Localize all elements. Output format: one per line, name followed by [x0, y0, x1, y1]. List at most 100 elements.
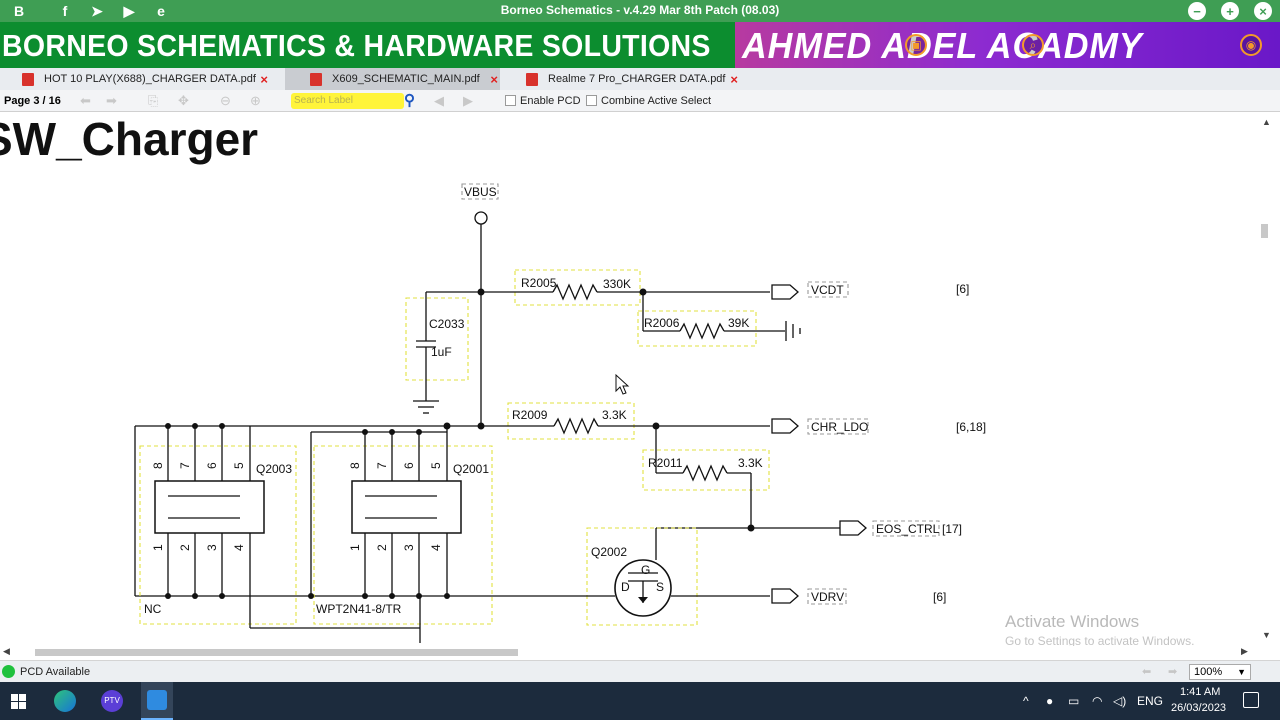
q2002-g-pin: G	[641, 563, 650, 577]
export-icon[interactable]: ⎘	[148, 93, 159, 108]
tab-label: Realme 7 Pro_CHARGER DATA.pdf	[548, 73, 726, 85]
search-icon[interactable]: ⚲	[404, 92, 415, 109]
edge-browser-icon[interactable]: e	[157, 3, 165, 19]
enable-pcd-label: Enable PCD	[520, 95, 581, 107]
mouse-cursor-icon	[615, 373, 630, 395]
close-tab-icon[interactable]: ×	[260, 71, 268, 87]
next-page-icon[interactable]: ➡	[106, 93, 117, 108]
pcd-status-text: PCD Available	[20, 666, 91, 678]
edge-taskbar-icon[interactable]	[54, 690, 76, 712]
microphone-icon[interactable]: ●	[1046, 694, 1054, 708]
tray-expand-icon[interactable]: ^	[1023, 694, 1029, 708]
vcdt-net-label: VCDT	[811, 283, 844, 297]
banner-academy-text: AHMED ADEL ACADMY	[742, 25, 1143, 66]
wifi-icon[interactable]: ◠	[1092, 694, 1103, 708]
telegram-icon[interactable]: ➤	[91, 2, 103, 19]
r2006-value: 39K	[728, 316, 749, 330]
search-next-icon[interactable]: ▶	[463, 93, 473, 108]
tab-bar: HOT 10 PLAY(X688)_CHARGER DATA.pdf × X60…	[0, 68, 1280, 90]
horizontal-scrollbar[interactable]: ◀ ▶	[0, 646, 1256, 660]
scroll-down-icon[interactable]: ▼	[1262, 630, 1271, 640]
facebook-icon[interactable]: f	[62, 3, 68, 19]
eos-ctrl-net-label: EOS_CTRL	[876, 522, 940, 536]
r2005-label: R2005	[521, 276, 557, 290]
tab-x609-schematic[interactable]: X609_SCHEMATIC_MAIN.pdf ×	[285, 68, 500, 90]
pdf-icon	[22, 72, 34, 86]
vdrv-ref: [6]	[933, 590, 946, 604]
notification-icon[interactable]	[1243, 692, 1259, 708]
q2003-pin-3: 3	[205, 544, 219, 551]
banner-brand-text: BORNEO SCHEMATICS & HARDWARE SOLUTIONS	[2, 28, 711, 63]
banner-right-bg	[735, 22, 1280, 68]
search-prev-icon[interactable]: ◀	[434, 93, 444, 108]
q2003-label: Q2003	[256, 462, 292, 476]
zoom-next-icon[interactable]: ➡	[1168, 666, 1178, 678]
user-icon[interactable]: ◉	[1240, 34, 1262, 56]
pdf-icon	[310, 72, 322, 86]
q2003-pin-4: 4	[232, 544, 246, 551]
chr-ldo-net-label: CHR_LDO	[811, 420, 868, 434]
search-banner-icon[interactable]: ⌕	[1022, 34, 1044, 56]
close-button[interactable]: ×	[1254, 2, 1272, 20]
scroll-up-icon[interactable]: ▲	[1262, 117, 1271, 127]
q2002-s-pin: S	[656, 580, 664, 594]
battery-icon[interactable]: ▭	[1068, 694, 1080, 708]
close-tab-icon[interactable]: ×	[730, 71, 738, 87]
move-icon[interactable]: ✥	[178, 93, 189, 108]
r2006-label: R2006	[644, 316, 680, 330]
enable-pcd-checkbox[interactable]	[505, 95, 516, 106]
vbus-label: VBUS	[464, 185, 497, 199]
zoom-in-icon[interactable]: ⊕	[250, 93, 261, 108]
page-indicator: Page 3 / 16	[4, 95, 61, 107]
search-input[interactable]: Search Label	[291, 93, 404, 109]
prev-page-icon[interactable]: ⬅	[80, 93, 91, 108]
r2009-label: R2009	[512, 408, 548, 422]
activate-windows-subtitle: Go to Settings to activate Windows.	[1005, 634, 1195, 648]
vertical-scroll-thumb[interactable]	[1261, 224, 1268, 238]
speaker-icon[interactable]: ◁)	[1113, 694, 1127, 708]
app-taskbar-icon[interactable]: PTV	[101, 690, 123, 712]
vertical-scrollbar[interactable]: ▲ ▼	[1256, 113, 1280, 646]
tab-realme-charger[interactable]: Realme 7 Pro_CHARGER DATA.pdf ×	[518, 68, 740, 90]
clock-time[interactable]: 1:41 AM	[1180, 686, 1221, 698]
borneo-logo-icon[interactable]: B	[13, 3, 25, 19]
close-tab-icon[interactable]: ×	[490, 71, 498, 87]
q2002-label: Q2002	[591, 545, 627, 559]
vdrv-net-label: VDRV	[811, 590, 844, 604]
tab-hot10-charger[interactable]: HOT 10 PLAY(X688)_CHARGER DATA.pdf ×	[20, 68, 270, 90]
horizontal-scroll-thumb[interactable]	[35, 649, 518, 656]
language-indicator[interactable]: ENG	[1137, 694, 1164, 708]
vcdt-ref: [6]	[956, 282, 969, 296]
maximize-button[interactable]: +	[1221, 2, 1239, 20]
zoom-select[interactable]: 100% ▼	[1189, 664, 1251, 680]
brand-banner: BORNEO SCHEMATICS & HARDWARE SOLUTIONS A…	[0, 22, 1280, 68]
schematic-canvas[interactable]: .w { stroke:#111; stroke-width:1.3; fill…	[0, 113, 1256, 646]
nc-label: NC	[144, 602, 162, 616]
r2009-value: 3.3K	[602, 408, 627, 422]
zoom-out-icon[interactable]: ⊖	[220, 93, 231, 108]
combine-checkbox[interactable]	[586, 95, 597, 106]
minimize-button[interactable]: −	[1188, 2, 1206, 20]
pcd-icon[interactable]: ▣	[905, 34, 927, 56]
tab-label: HOT 10 PLAY(X688)_CHARGER DATA.pdf	[44, 73, 256, 85]
chevron-down-icon: ▼	[1237, 667, 1246, 677]
zoom-prev-icon[interactable]: ⬅	[1142, 666, 1152, 678]
pcd-status-icon	[2, 665, 15, 678]
borneo-taskbar-icon[interactable]	[141, 682, 173, 720]
vbus-terminal[interactable]	[474, 211, 488, 225]
scroll-left-icon[interactable]: ◀	[3, 646, 10, 656]
q2001-pin-5: 5	[429, 462, 443, 469]
scroll-right-icon[interactable]: ▶	[1241, 646, 1248, 656]
youtube-icon[interactable]: ▶	[123, 2, 135, 19]
q2001-pin-4: 4	[429, 544, 443, 551]
q2001-package[interactable]	[351, 480, 462, 534]
chr-ldo-ref: [6,18]	[956, 420, 986, 434]
q2003-package[interactable]	[154, 480, 265, 534]
q2001-pin-6: 6	[402, 462, 416, 469]
windows-taskbar: PTV ^ ● ▭ ◠ ◁) ENG 1:41 AM 26/03/2023	[0, 682, 1280, 720]
clock-date[interactable]: 26/03/2023	[1171, 702, 1227, 714]
borneo-app-icon	[147, 690, 167, 710]
start-icon[interactable]	[11, 694, 26, 709]
window-title: Borneo Schematics - v.4.29 Mar 8th Patch…	[500, 3, 780, 17]
tab-label: X609_SCHEMATIC_MAIN.pdf	[332, 73, 480, 85]
